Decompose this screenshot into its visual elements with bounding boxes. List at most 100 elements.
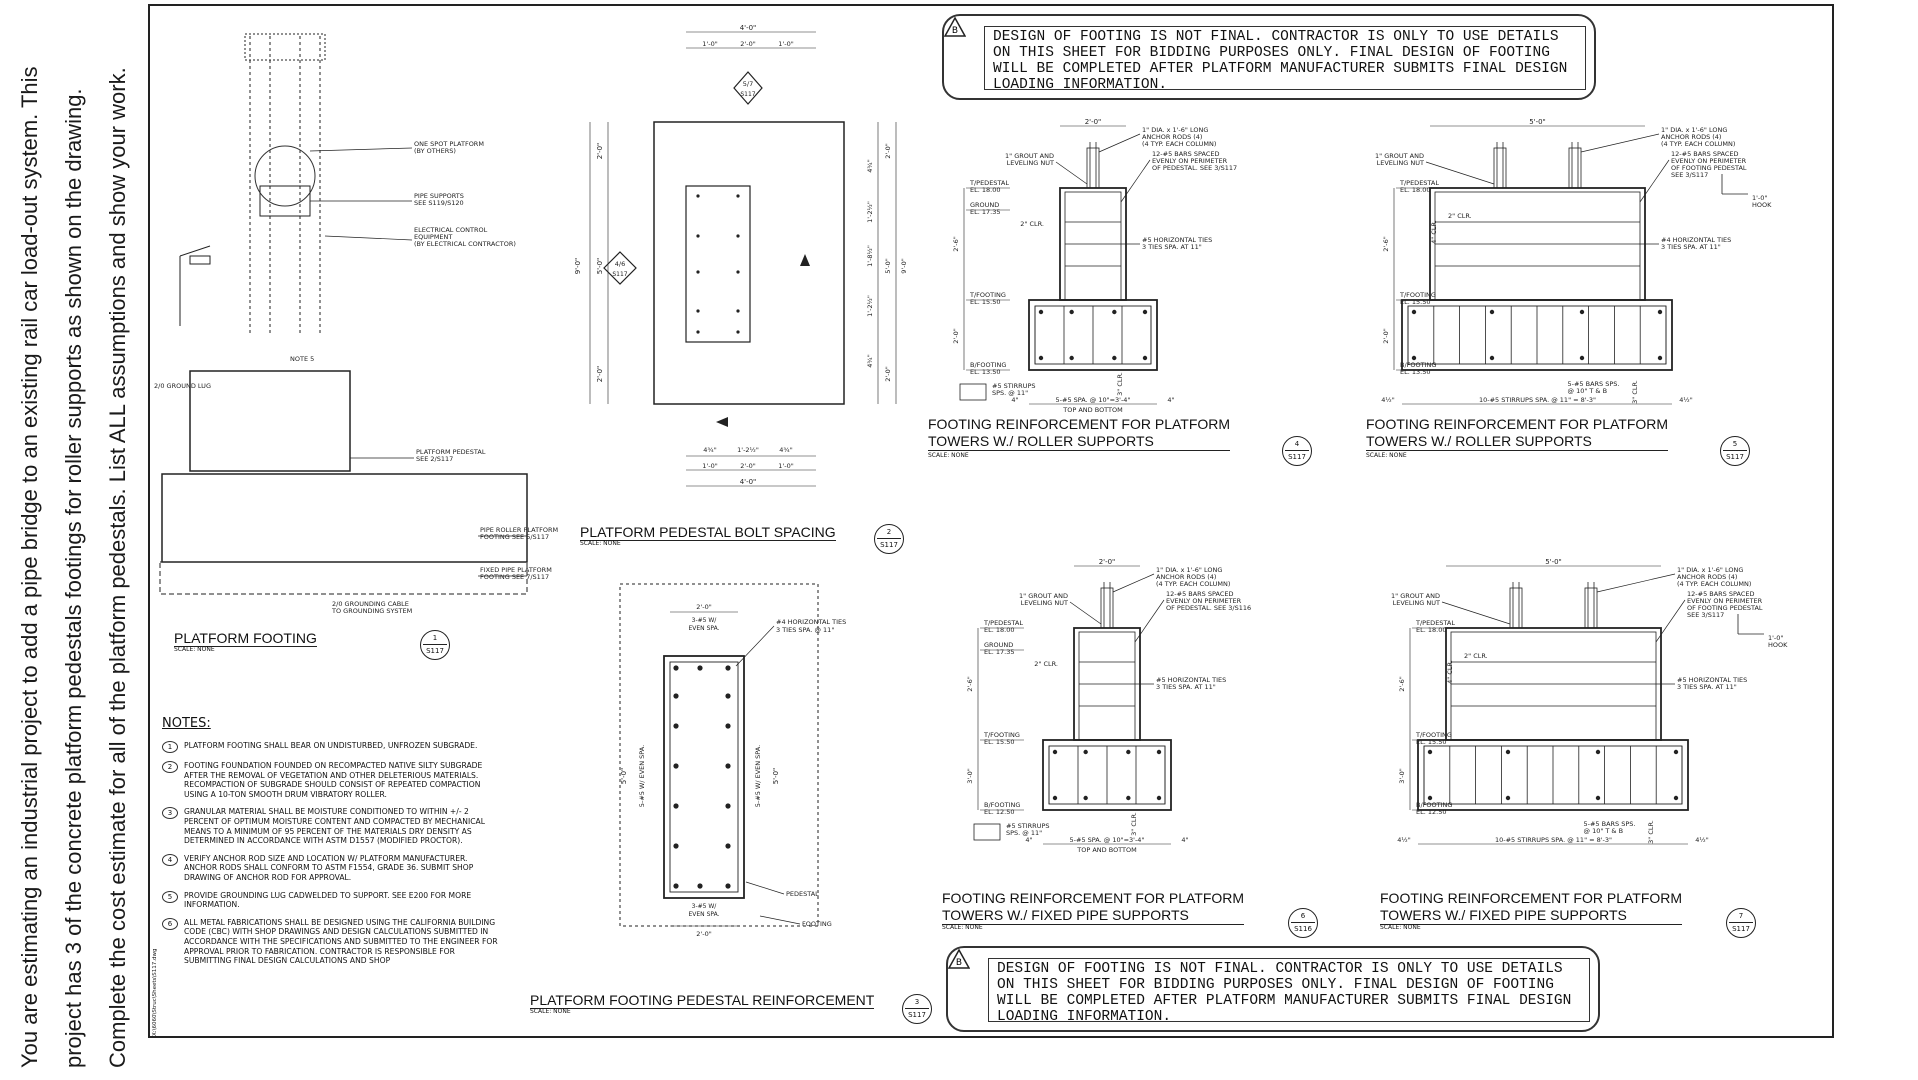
rebar-dot xyxy=(1427,749,1433,755)
dimension-text: 1'-0" xyxy=(778,462,793,470)
rebar-dot xyxy=(1083,795,1088,801)
dimension-text: 4¾" xyxy=(779,446,792,454)
callout-text: 3" CLR. xyxy=(1647,820,1655,844)
dimension-text: 3-#5 W/ xyxy=(692,903,718,910)
drawing-outline xyxy=(669,661,739,893)
elevation-text: GROUND xyxy=(970,201,999,209)
dimension-text: 2'-0" xyxy=(884,143,892,158)
rebar-dot xyxy=(696,309,700,313)
callout-text: PLATFORM PEDESTAL xyxy=(416,448,486,456)
callout-text: ELECTRICAL CONTROL xyxy=(414,226,488,234)
rebar-dot xyxy=(1069,309,1074,315)
dimension-text: 5'-0" xyxy=(596,258,604,275)
callout-text: 3 TIES SPA. AT 11" xyxy=(1677,683,1737,691)
scale-4: SCALE: NONE xyxy=(928,452,969,459)
callout-text: 1'-0" xyxy=(1752,194,1767,202)
callout-text: (4 TYP. EACH COLUMN) xyxy=(1677,580,1751,588)
dimension-text: 4½" xyxy=(1695,836,1708,844)
elevation-text: EL. 17.35 xyxy=(984,648,1014,656)
note-text: ALL METAL FABRICATIONS SHALL BE DESIGNED… xyxy=(184,917,498,966)
dimension-text: 3-#5 W/ xyxy=(692,617,718,624)
callout-text: 3" CLR. xyxy=(1116,372,1124,396)
elevation-text: EL. 18.00 xyxy=(1400,186,1430,194)
dimension-text: 2'-0" xyxy=(596,143,604,160)
callout-text: 1" DIA. x 1'-6" LONG xyxy=(1142,126,1208,134)
dimension-text: 5-#5 W/ EVEN SPA. xyxy=(638,745,646,807)
callout-text: 12-#5 BARS SPACED xyxy=(1671,150,1739,158)
dimension-text: 2'-6" xyxy=(966,676,974,691)
drawing-outline xyxy=(685,185,751,343)
rebar-dot xyxy=(736,234,740,238)
rebar-dot xyxy=(725,803,731,809)
callout-text: ANCHOR RODS (4) xyxy=(1156,573,1216,581)
rebar-dot xyxy=(1579,309,1585,315)
title-pedestal-reinforcement: PLATFORM FOOTING PEDESTAL REINFORCEMENT xyxy=(530,992,875,1009)
rebar-dot xyxy=(1142,355,1148,361)
callout-text: 1'-0" xyxy=(1768,634,1783,642)
elevation-text: T/FOOTING xyxy=(1399,291,1436,299)
callout-text: LEVELING NUT xyxy=(1021,599,1068,607)
callout-text: FOOTING xyxy=(802,920,832,928)
note-text: FOOTING FOUNDATION FOUNDED ON RECOMPACTE… xyxy=(184,761,483,799)
task-prompt-panel: You are estimating an industrial project… xyxy=(0,0,150,1080)
note-number: 6 xyxy=(162,917,178,930)
rebar-dot xyxy=(725,843,731,849)
callout-text: 3" CLR. xyxy=(1130,812,1138,836)
drawing-outline xyxy=(1568,147,1582,189)
rebar-dot xyxy=(1427,795,1433,801)
callout-text: @ 10" T & B xyxy=(1568,387,1608,395)
dimension-text: 4" xyxy=(1167,396,1174,404)
rebar-dot xyxy=(1579,355,1585,361)
drawing-outline xyxy=(1064,191,1122,301)
callout-text: OF PEDESTAL. SEE 3/S117 xyxy=(1152,164,1237,172)
dimension-text: 9'-0" xyxy=(900,258,908,273)
section-label: S117 xyxy=(740,91,755,98)
rebar-dot xyxy=(725,693,731,699)
dimension-text: 5-#5 W/ EVEN SPA. xyxy=(754,745,762,807)
drawing-line xyxy=(324,235,413,241)
callout-text: #4 HORIZONTAL TIES xyxy=(1661,236,1731,244)
rebar-dot xyxy=(673,763,679,769)
rebar-dot xyxy=(1673,795,1679,801)
callout-text: 10-#5 STIRRUPS SPA. @ 11" = 8'-3" xyxy=(1495,836,1612,844)
elevation-text: EL. 15.50 xyxy=(984,738,1014,746)
rebar-dot xyxy=(1052,749,1058,755)
dimension-text: 5'-0" xyxy=(1529,118,1546,126)
dimension-text: 3'-0" xyxy=(1398,768,1406,783)
dimension-text: 9'-0" xyxy=(574,258,582,275)
rebar-dot xyxy=(1156,795,1162,801)
rebar-dot xyxy=(1505,749,1511,755)
callout-text: LEVELING NUT xyxy=(1393,599,1440,607)
callout-text: 5-#5 SPA. @ 10"=3'-4" xyxy=(1056,396,1131,404)
callout-text: TO GROUNDING SYSTEM xyxy=(331,607,412,615)
callout-text: 1" GROUT AND xyxy=(1391,592,1440,600)
drawing-line xyxy=(735,625,775,667)
dimension-text: 2'-0" xyxy=(696,603,711,611)
dimension-text: 4" xyxy=(1011,396,1018,404)
drawing-outline xyxy=(959,383,987,401)
rebar-dot xyxy=(725,723,731,729)
callout-text: PIPE ROLLER PLATFORM xyxy=(480,526,558,534)
elevation-text: T/PEDESTAL xyxy=(1415,619,1455,627)
callout-text: #4 HORIZONTAL TIES xyxy=(776,618,846,626)
elevation-text: B/FOOTING xyxy=(970,361,1006,369)
svg-text:B: B xyxy=(956,958,962,968)
note-number: 1 xyxy=(162,741,178,753)
dimension-text: EVEN SPA. xyxy=(688,911,719,918)
callout-text: 3" CLR. xyxy=(1631,380,1639,404)
dimension-text: 4'-0" xyxy=(740,478,757,486)
title-platform-footing: PLATFORM FOOTING xyxy=(174,630,317,647)
notes-title: NOTES: xyxy=(162,716,211,731)
title-bolt-spacing: PLATFORM PEDESTAL BOLT SPACING xyxy=(580,524,836,541)
section-label: 5/7 xyxy=(743,80,753,88)
elevation-text: EL. 15.50 xyxy=(1400,298,1430,306)
rebar-dot xyxy=(696,234,700,238)
callout-text: #5 HORIZONTAL TIES xyxy=(1156,676,1226,684)
